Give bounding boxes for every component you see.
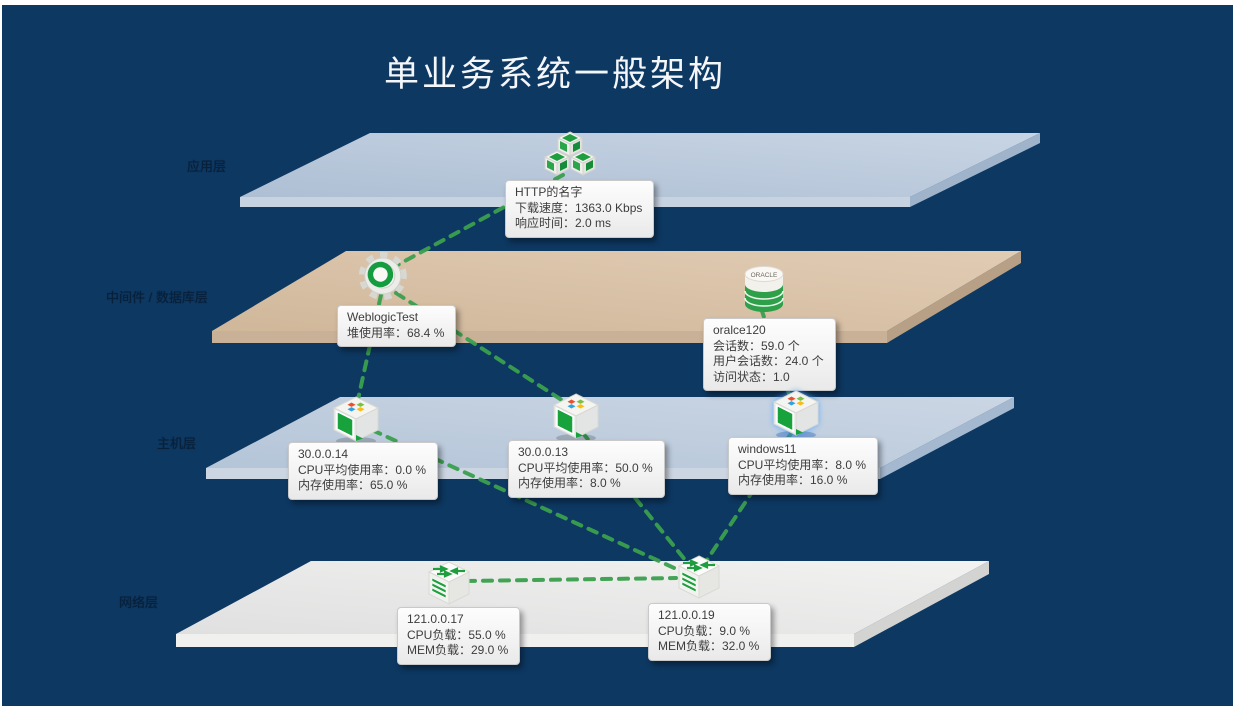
diagram-title: 单业务系统一般架构 xyxy=(384,55,727,95)
node-http[interactable] xyxy=(538,130,602,191)
link-host13-net19 xyxy=(580,430,692,568)
scene: 单业务系统一般架构 应用层 中间件 / 数据库层 主机层 网络层 xyxy=(2,5,1233,706)
oracle-database-icon: ORACLE xyxy=(744,266,784,312)
layer-plane-application xyxy=(240,133,1040,207)
node-name: 121.0.0.17 xyxy=(407,612,464,626)
node-metric: 内存使用率：16.0 % xyxy=(738,473,848,487)
node-name: 121.0.0.19 xyxy=(658,608,715,622)
layer-plane-network xyxy=(176,561,989,647)
node-net19[interactable] xyxy=(671,552,727,609)
node-metric: CPU平均使用率：8.0 % xyxy=(738,457,867,472)
windows-host-icon xyxy=(552,393,600,442)
node-metric: 响应时间：2.0 ms xyxy=(515,216,612,230)
layer-label-host: 主机层 xyxy=(157,436,197,451)
node-metric: CPU平均使用率：0.0 % xyxy=(298,462,427,477)
node-metric: CPU负载：55.0 % xyxy=(407,627,506,642)
node-net17[interactable] xyxy=(421,558,477,615)
node-metric: 用户会话数：24.0 个 xyxy=(713,354,824,368)
node-name: 30.0.0.13 xyxy=(518,445,569,459)
node-card-windows11[interactable]: windows11 CPU平均使用率：8.0 % 内存使用率：16.0 % xyxy=(728,437,879,495)
node-metric: 堆使用率：68.4 % xyxy=(347,325,445,340)
windows-host-icon xyxy=(332,396,380,445)
layer-label-application: 应用层 xyxy=(187,159,227,174)
node-metric: MEM负载：29.0 % xyxy=(407,643,509,657)
node-card-oracle[interactable]: oralce120 会话数：59.0 个 用户会话数：24.0 个 访问状态：1… xyxy=(703,318,836,391)
node-metric: 内存使用率：65.0 % xyxy=(298,478,408,492)
node-card-http[interactable]: HTTP的名字 下载速度：1363.0 Kbps 响应时间：2.0 ms xyxy=(505,180,655,238)
windows-host-icon xyxy=(772,390,820,439)
node-name: oralce120 xyxy=(713,323,766,337)
node-card-net19[interactable]: 121.0.0.19 CPU负载：9.0 % MEM负载：32.0 % xyxy=(648,603,772,661)
node-card-host13[interactable]: 30.0.0.13 CPU平均使用率：50.0 % 内存使用率：8.0 % xyxy=(508,440,665,498)
node-name: windows11 xyxy=(738,442,797,456)
node-metric: 内存使用率：8.0 % xyxy=(518,476,621,490)
node-name: 30.0.0.14 xyxy=(298,447,349,461)
node-card-net17[interactable]: 121.0.0.17 CPU负载：55.0 % MEM负载：29.0 % xyxy=(397,607,521,665)
node-weblogic[interactable] xyxy=(351,245,415,314)
layer-label-network: 网络层 xyxy=(119,595,159,610)
layer-plane-middleware-database xyxy=(212,251,1021,343)
node-metric: CPU负载：9.0 % xyxy=(658,623,751,638)
node-metric: MEM负载：32.0 % xyxy=(658,639,760,653)
diagram-canvas: 单业务系统一般架构 应用层 中间件 / 数据库层 主机层 网络层 xyxy=(2,5,1233,706)
node-name: HTTP的名字 xyxy=(515,185,583,199)
weblogic-gear-icon xyxy=(358,252,407,301)
node-metric: 会话数：59.0 个 xyxy=(713,338,800,353)
link-net17-net19 xyxy=(464,576,678,583)
http-app-cubes-icon xyxy=(543,131,597,176)
network-device-icon xyxy=(427,561,471,605)
network-device-icon xyxy=(677,555,721,599)
node-metric: 下载速度：1363.0 Kbps xyxy=(515,200,643,215)
topology-layers-svg xyxy=(176,133,1040,647)
node-metric: CPU平均使用率：50.0 % xyxy=(518,460,653,475)
node-oracle[interactable]: ORACLE xyxy=(736,258,792,323)
node-card-host14[interactable]: 30.0.0.14 CPU平均使用率：0.0 % 内存使用率：65.0 % xyxy=(288,442,439,500)
oracle-icon-label: ORACLE xyxy=(751,272,778,279)
node-name: WeblogicTest xyxy=(347,310,419,324)
node-metric: 访问状态：1.0 xyxy=(713,369,790,384)
layer-label-middleware-database: 中间件 / 数据库层 xyxy=(106,290,208,305)
node-card-weblogic[interactable]: WeblogicTest 堆使用率：68.4 % xyxy=(337,305,457,347)
